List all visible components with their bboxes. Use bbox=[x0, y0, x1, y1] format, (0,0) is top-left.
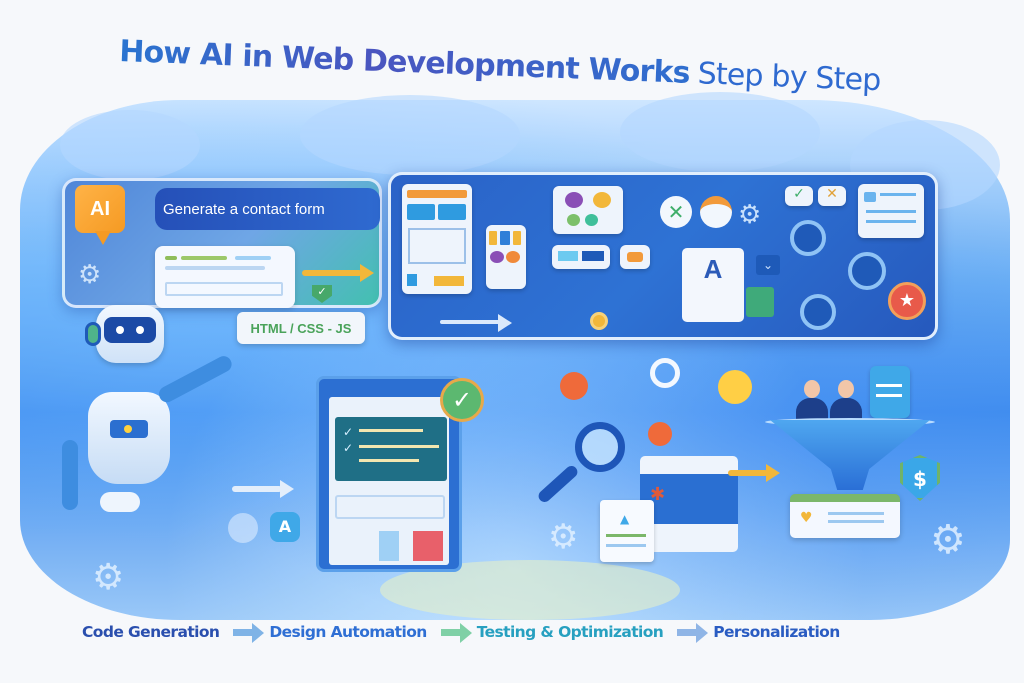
gear-icon: ⚙ bbox=[92, 557, 125, 598]
generated-form-card bbox=[155, 246, 295, 308]
robot-arm bbox=[62, 440, 78, 510]
gauge-icon bbox=[800, 294, 836, 330]
cloud-decoration bbox=[300, 95, 520, 175]
test-window bbox=[640, 456, 738, 552]
arrow-right-icon bbox=[233, 622, 265, 643]
color-swatch-card bbox=[553, 186, 623, 234]
arrow-icon bbox=[728, 464, 780, 482]
prompt-input[interactable]: Generate a contact form bbox=[155, 188, 380, 230]
lightbulb-icon bbox=[718, 370, 752, 404]
bug-search-icon bbox=[560, 372, 588, 400]
prompt-text: Generate a contact form bbox=[163, 200, 325, 218]
wireframe-card bbox=[402, 184, 472, 294]
robot-hand bbox=[100, 492, 140, 512]
bug-search-icon bbox=[648, 422, 672, 446]
unlock-icon bbox=[228, 513, 258, 543]
gauge-icon bbox=[848, 252, 886, 290]
test-card: ▲ bbox=[600, 500, 654, 562]
node-icon bbox=[590, 312, 608, 330]
title-main: How AI in Web Development Works bbox=[118, 34, 691, 91]
content-card bbox=[858, 184, 924, 238]
robot-ear bbox=[85, 322, 101, 346]
profile-doc-icon bbox=[870, 366, 910, 418]
chevron-down-icon: ⌄ bbox=[756, 255, 780, 275]
arrow-right-icon bbox=[677, 622, 709, 643]
code-output-tag: HTML / CSS - JS bbox=[237, 312, 365, 344]
star-badge-icon: ★ bbox=[888, 282, 926, 320]
search-ring-icon bbox=[790, 220, 826, 256]
flow-arrow bbox=[440, 314, 512, 332]
step-flow: Code Generation Design Automation Testin… bbox=[82, 622, 840, 643]
ai-badge: AI bbox=[75, 185, 125, 245]
check-badge-icon: ✓ bbox=[440, 378, 484, 422]
personalized-card: ♥ bbox=[790, 494, 900, 538]
arrow-right-icon bbox=[440, 622, 472, 643]
design-automation-panel bbox=[388, 172, 938, 340]
robot-head bbox=[96, 305, 164, 363]
magnifier-icon bbox=[575, 422, 625, 472]
arrow-icon bbox=[302, 264, 374, 282]
robot-body bbox=[88, 392, 170, 484]
gear-icon: ⚙ bbox=[930, 517, 966, 563]
typography-letter: A bbox=[703, 254, 723, 284]
step-personalization: Personalization bbox=[713, 623, 840, 641]
cloud-decoration bbox=[620, 92, 820, 172]
button-preview-card bbox=[620, 245, 650, 269]
cross-bubble-icon: ✕ bbox=[818, 186, 846, 206]
text-block-icon bbox=[746, 287, 774, 317]
step-code-generation: Code Generation bbox=[82, 623, 220, 641]
palette-card bbox=[486, 225, 526, 289]
check-bubble-icon: ✓ bbox=[785, 186, 813, 206]
button-preview-card bbox=[552, 245, 610, 269]
gear-icon: ⚙ bbox=[738, 200, 762, 230]
typography-doc: A bbox=[682, 248, 744, 322]
gear-icon: ⚙ bbox=[548, 517, 579, 557]
gear-icon: ⚙ bbox=[78, 260, 102, 290]
bug-icon: ✱ bbox=[650, 484, 666, 505]
step-design-automation: Design Automation bbox=[269, 623, 427, 641]
tools-icon: ✕ bbox=[660, 196, 692, 228]
arrow-icon bbox=[232, 480, 294, 498]
target-icon bbox=[650, 358, 680, 388]
check-shield-icon: ✓ bbox=[312, 285, 332, 303]
code-browser-window: ✓ ✓ bbox=[316, 376, 462, 572]
cloud-decoration bbox=[60, 110, 200, 180]
lock-icon: A bbox=[270, 512, 300, 542]
palette-icon bbox=[700, 196, 732, 228]
step-testing-optimization: Testing & Optimization bbox=[476, 623, 664, 641]
